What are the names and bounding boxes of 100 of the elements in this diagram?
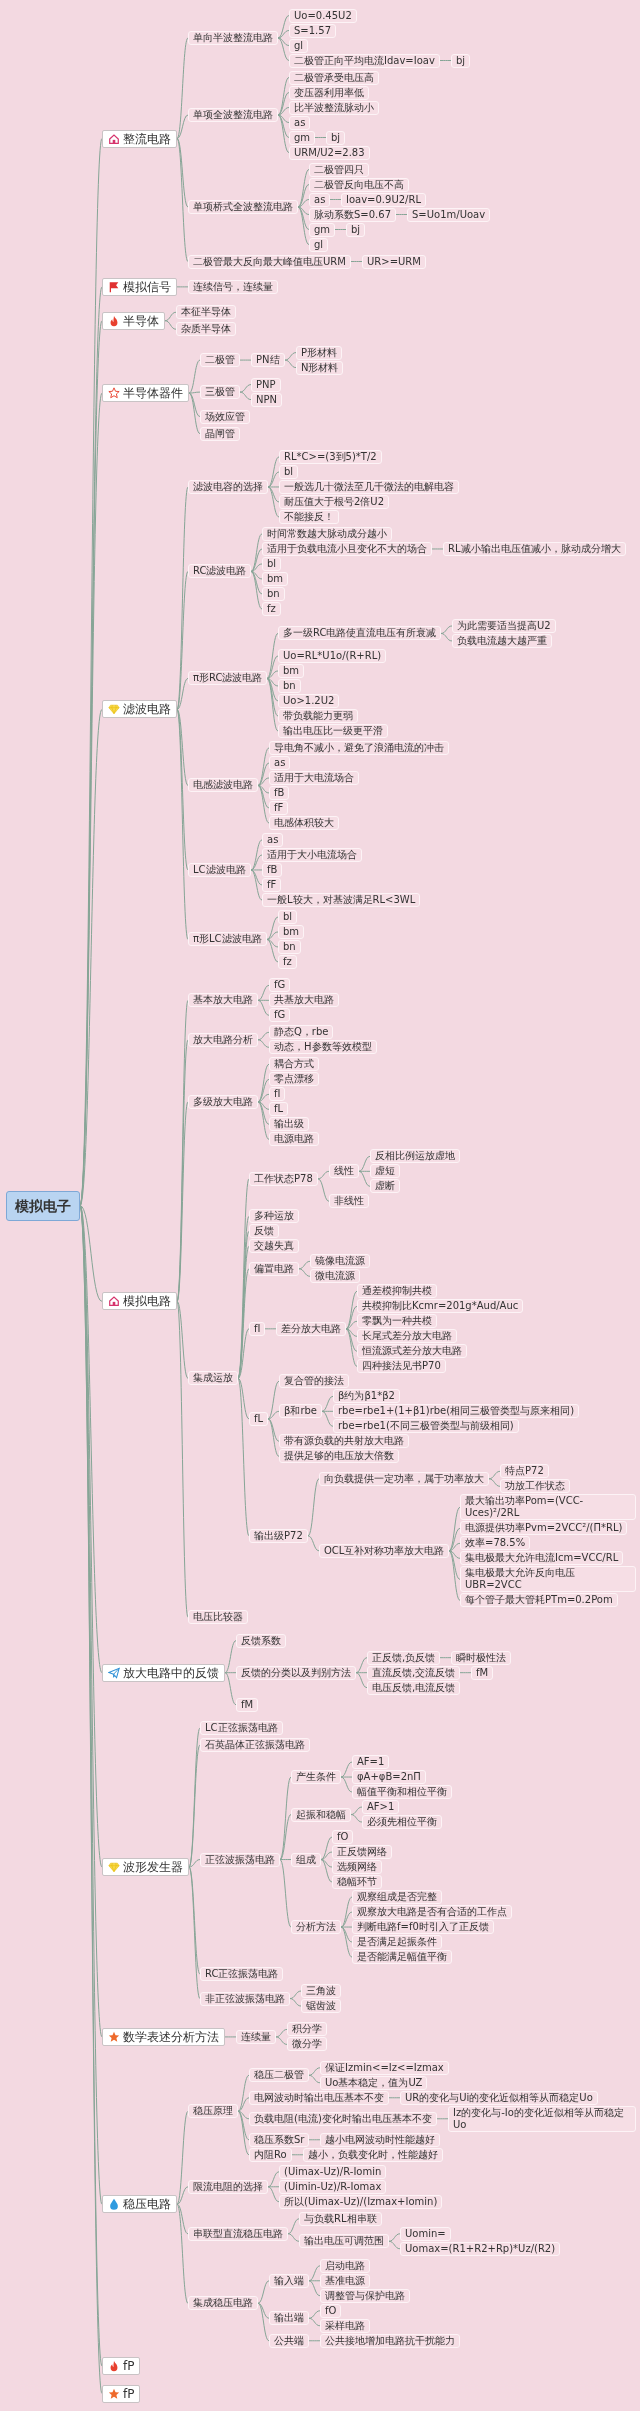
- subtopic-box: [278, 924, 305, 939]
- connector-line: [345, 1328, 358, 1337]
- subtopic-box: [289, 145, 370, 160]
- connector-line: [308, 2280, 321, 2297]
- subtopic-box: [289, 115, 311, 130]
- subtopic-box: [460, 1566, 636, 1593]
- connector-line: [266, 677, 279, 702]
- topic-text: fI: [254, 1322, 261, 1334]
- subtopic-box: [269, 1102, 289, 1117]
- subtopic-box: [320, 2258, 370, 2273]
- topic-text: 二极管: [205, 354, 235, 366]
- connector-line: [440, 632, 453, 642]
- subtopic-box: [269, 785, 290, 800]
- connector-line: [188, 391, 201, 394]
- connector-line: [277, 114, 290, 123]
- subtopic-box: [200, 385, 240, 400]
- subtopic-box: [460, 1593, 618, 1608]
- topic-text: 耐压值大于根号2倍U2: [284, 495, 385, 507]
- topic-text: 特点P72: [505, 1465, 544, 1477]
- subtopic-box: [320, 2060, 449, 2075]
- topic-text: 滤波电路: [123, 702, 171, 717]
- topic-text: fI: [274, 1088, 281, 1100]
- topic-text: 二极管四只: [314, 163, 364, 175]
- subtopic-box: [278, 708, 358, 723]
- topic-text: 共基放大电路: [274, 994, 334, 1006]
- subtopic-box: [269, 2273, 309, 2288]
- subtopic-box: [448, 2105, 636, 2132]
- connector-line: [237, 2110, 250, 2141]
- subtopic-box: [269, 2311, 309, 2326]
- connector-line: [176, 2186, 189, 2205]
- connector-line: [287, 2218, 300, 2235]
- subtopic-box: [176, 322, 236, 337]
- subtopic-box: [236, 1665, 356, 1680]
- connector-line: [358, 1155, 371, 1172]
- topic-text: 限流电阻的选择: [193, 2180, 263, 2192]
- subtopic-box: [289, 70, 379, 85]
- topic-text: 连续信号，连续量: [193, 280, 273, 292]
- subtopic-box: [309, 192, 331, 207]
- topic-text: 反相比例运放虚地: [375, 1150, 455, 1162]
- subtopic-box: [320, 2132, 440, 2147]
- topic-text: 半导体器件: [123, 386, 183, 401]
- topic-text: UR的变化与Ui的变化近似相等从而稳定Uo: [405, 2091, 593, 2103]
- subtopic-box: [200, 1967, 284, 1982]
- connector-line: [237, 2110, 250, 2120]
- subtopic-box: [310, 1269, 360, 1284]
- connector-line: [340, 1926, 353, 1958]
- connector-line: [257, 1078, 270, 1103]
- connector-line: [266, 670, 279, 679]
- topic-text: 二极管最大反向最大峰值电压URM: [193, 255, 346, 267]
- subtopic-box: [251, 353, 285, 368]
- topic-text: 微分学: [292, 2038, 322, 2050]
- subtopic-box: [460, 1536, 531, 1551]
- topic-text: 电源提供功率Pvm=2VCC²/(Π*RL): [465, 1522, 623, 1534]
- subtopic-box: [279, 464, 299, 479]
- topic-text: 零飘为一种共模: [362, 1315, 432, 1327]
- connector-line: [277, 30, 290, 39]
- connector-line: [257, 1101, 270, 1140]
- subtopic-box: [309, 177, 409, 192]
- topic-text: 公共接地增加电路抗干扰能力: [325, 2334, 455, 2346]
- topic-text: 杂质半导体: [181, 323, 231, 335]
- subtopic-box: [236, 1633, 286, 1648]
- subtopic-box: [309, 162, 369, 177]
- topic-text: 分析方法: [296, 1921, 336, 1933]
- topic-text: 输出电压比一级更平滑: [283, 724, 383, 736]
- connector-line: [308, 2280, 321, 2282]
- topic-text: 必须先相位平衡: [367, 1816, 437, 1828]
- subtopic-box: [188, 279, 278, 294]
- subtopic-box: [249, 1171, 318, 1186]
- topic-text: 是否能满足幅值平衡: [357, 1951, 447, 1963]
- subtopic-box: [200, 353, 240, 368]
- connector-line: [267, 1410, 280, 1420]
- subtopic-box: [188, 31, 278, 45]
- connector-line: [329, 199, 342, 200]
- subtopic-box: [460, 1551, 624, 1566]
- topic-text: S=Uo1m/Uoav: [412, 208, 486, 220]
- subtopic-box: [276, 1321, 346, 1336]
- connector-line: [317, 1178, 330, 1202]
- topic-text: as: [267, 833, 279, 845]
- subtopic-box: [301, 1984, 341, 1999]
- subtopic-box: [200, 1991, 290, 2006]
- subtopic-box: [299, 2234, 389, 2249]
- subtopic-box: [289, 130, 316, 145]
- subtopic-box: [262, 847, 362, 862]
- subtopic-box: [352, 1905, 512, 1920]
- connector-line: [350, 1814, 363, 1823]
- connector-line: [257, 1031, 270, 1041]
- main-topic-box: [102, 2357, 141, 2376]
- connector-line: [277, 37, 290, 46]
- connector-line: [321, 1395, 334, 1412]
- topic-text: 三角波: [306, 1985, 336, 1997]
- subtopic-box: [251, 377, 281, 392]
- topic-text: NPN: [256, 393, 277, 405]
- topic-text: 多级放大电路: [193, 1095, 253, 1107]
- topic-text: 判断电路f=f0时引入了正反馈: [357, 1921, 489, 1933]
- connector-line: [257, 999, 270, 1016]
- topic-text: 锯齿波: [306, 2000, 336, 2012]
- topic-text: fB: [267, 863, 278, 875]
- connector-line: [188, 392, 201, 435]
- connector-line: [440, 625, 453, 634]
- connector-line: [257, 784, 270, 824]
